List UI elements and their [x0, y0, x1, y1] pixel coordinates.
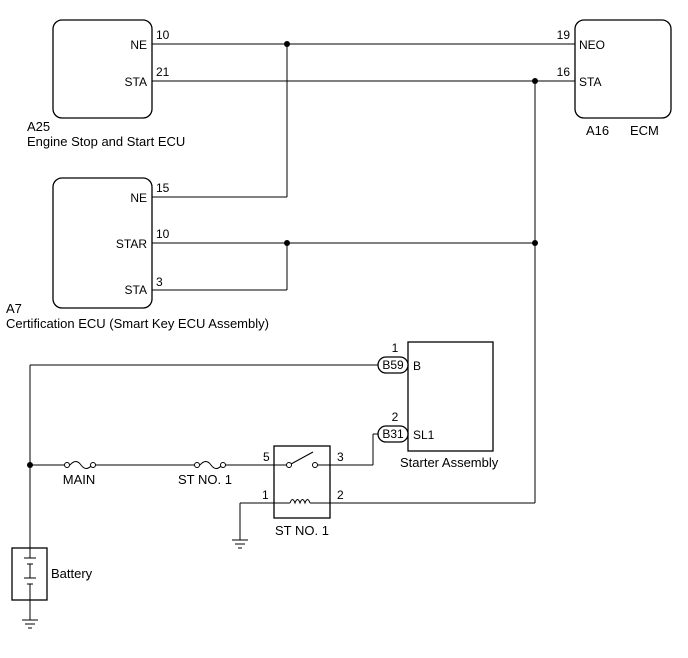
relay-pin-number: 5	[263, 450, 270, 464]
ecm-a16: NEO 19 STA 16 A16 ECM	[557, 19, 672, 138]
ecu-a7-pin-number: 10	[156, 227, 170, 241]
fuse-terminal	[64, 462, 70, 468]
starter-name: Starter Assembly	[400, 455, 499, 470]
starter-pin-number: 1	[392, 341, 399, 355]
connector-b59-label: B59	[382, 358, 404, 372]
junction-star-right	[532, 240, 538, 246]
battery-label: Battery	[51, 566, 93, 581]
starter-pin-number: 2	[392, 410, 399, 424]
ecu-a25-pin-label: NE	[130, 38, 147, 52]
ecu-a25-name: Engine Stop and Start ECU	[27, 134, 185, 149]
junction-battery	[27, 462, 33, 468]
wires	[29, 43, 575, 620]
starter-assembly: B59 1 B B31 2 SL1 Starter Assembly	[377, 341, 499, 470]
relay-pin-number: 2	[337, 488, 344, 502]
fuse-element	[69, 461, 93, 469]
ecu-a7-pin-label: STAR	[116, 237, 147, 251]
connector-b31	[377, 425, 409, 443]
fuse-terminal	[90, 462, 96, 468]
starter-pin-label: B	[413, 359, 421, 373]
ground-icon	[232, 539, 248, 549]
relay-pin-number: 3	[337, 450, 344, 464]
fuse-main: MAIN	[63, 461, 96, 487]
ecu-a25-pin-number: 21	[156, 65, 170, 79]
starter-pin-label: SL1	[413, 428, 435, 442]
relay-coil	[289, 499, 311, 505]
relay-st-no1: 5 3 1 2 ST NO. 1	[262, 445, 344, 538]
relay-switch-arm	[290, 451, 314, 465]
fuse-main-label: MAIN	[63, 472, 96, 487]
connector-b59	[377, 356, 409, 374]
ecu-a7-box	[52, 177, 153, 309]
relay-contact	[312, 462, 318, 468]
ground-icon	[22, 619, 38, 629]
ecm-a16-code: A16	[586, 123, 609, 138]
ecu-a7-pin-label: STA	[125, 283, 147, 297]
ecm-a16-pin-number: 19	[557, 28, 571, 42]
ecm-a16-pin-label: STA	[579, 75, 601, 89]
relay-contact	[286, 462, 292, 468]
junction-ne	[284, 41, 290, 47]
ecm-a16-pin-number: 16	[557, 65, 571, 79]
ecu-a7: NE 15 STAR 10 STA 3 A7 Certification ECU…	[6, 177, 269, 331]
relay-box	[273, 445, 331, 519]
ecu-a25-pin-label: STA	[125, 75, 147, 89]
relay-name: ST NO. 1	[275, 523, 329, 538]
fuse-element	[199, 461, 223, 469]
ecm-a16-pin-label: NEO	[579, 38, 605, 52]
relay-pin-number: 1	[262, 488, 269, 502]
ecu-a25-code: A25	[27, 119, 50, 134]
fuse-terminal	[194, 462, 200, 468]
fuse-terminal	[220, 462, 226, 468]
ecu-a7-code: A7	[6, 301, 22, 316]
junctions	[27, 41, 538, 468]
junction-star	[284, 240, 290, 246]
ecu-a25: NE 10 STA 21 A25 Engine Stop and Start E…	[27, 19, 185, 149]
fuse-st-no1-label: ST NO. 1	[178, 472, 232, 487]
starter-box	[407, 341, 494, 452]
junction-sta	[532, 78, 538, 84]
ecu-a7-pin-number: 3	[156, 275, 163, 289]
ecu-a25-box	[52, 19, 153, 119]
ecu-a7-name: Certification ECU (Smart Key ECU Assembl…	[6, 316, 269, 331]
fuse-st-no1: ST NO. 1	[178, 461, 232, 487]
battery: Battery	[11, 547, 93, 601]
ecu-a7-pin-number: 15	[156, 181, 170, 195]
ecu-a7-pin-label: NE	[130, 191, 147, 205]
ecm-a16-name: ECM	[630, 123, 659, 138]
ecu-a25-pin-number: 10	[156, 28, 170, 42]
connector-b31-label: B31	[382, 427, 404, 441]
ecm-a16-box	[574, 19, 672, 119]
